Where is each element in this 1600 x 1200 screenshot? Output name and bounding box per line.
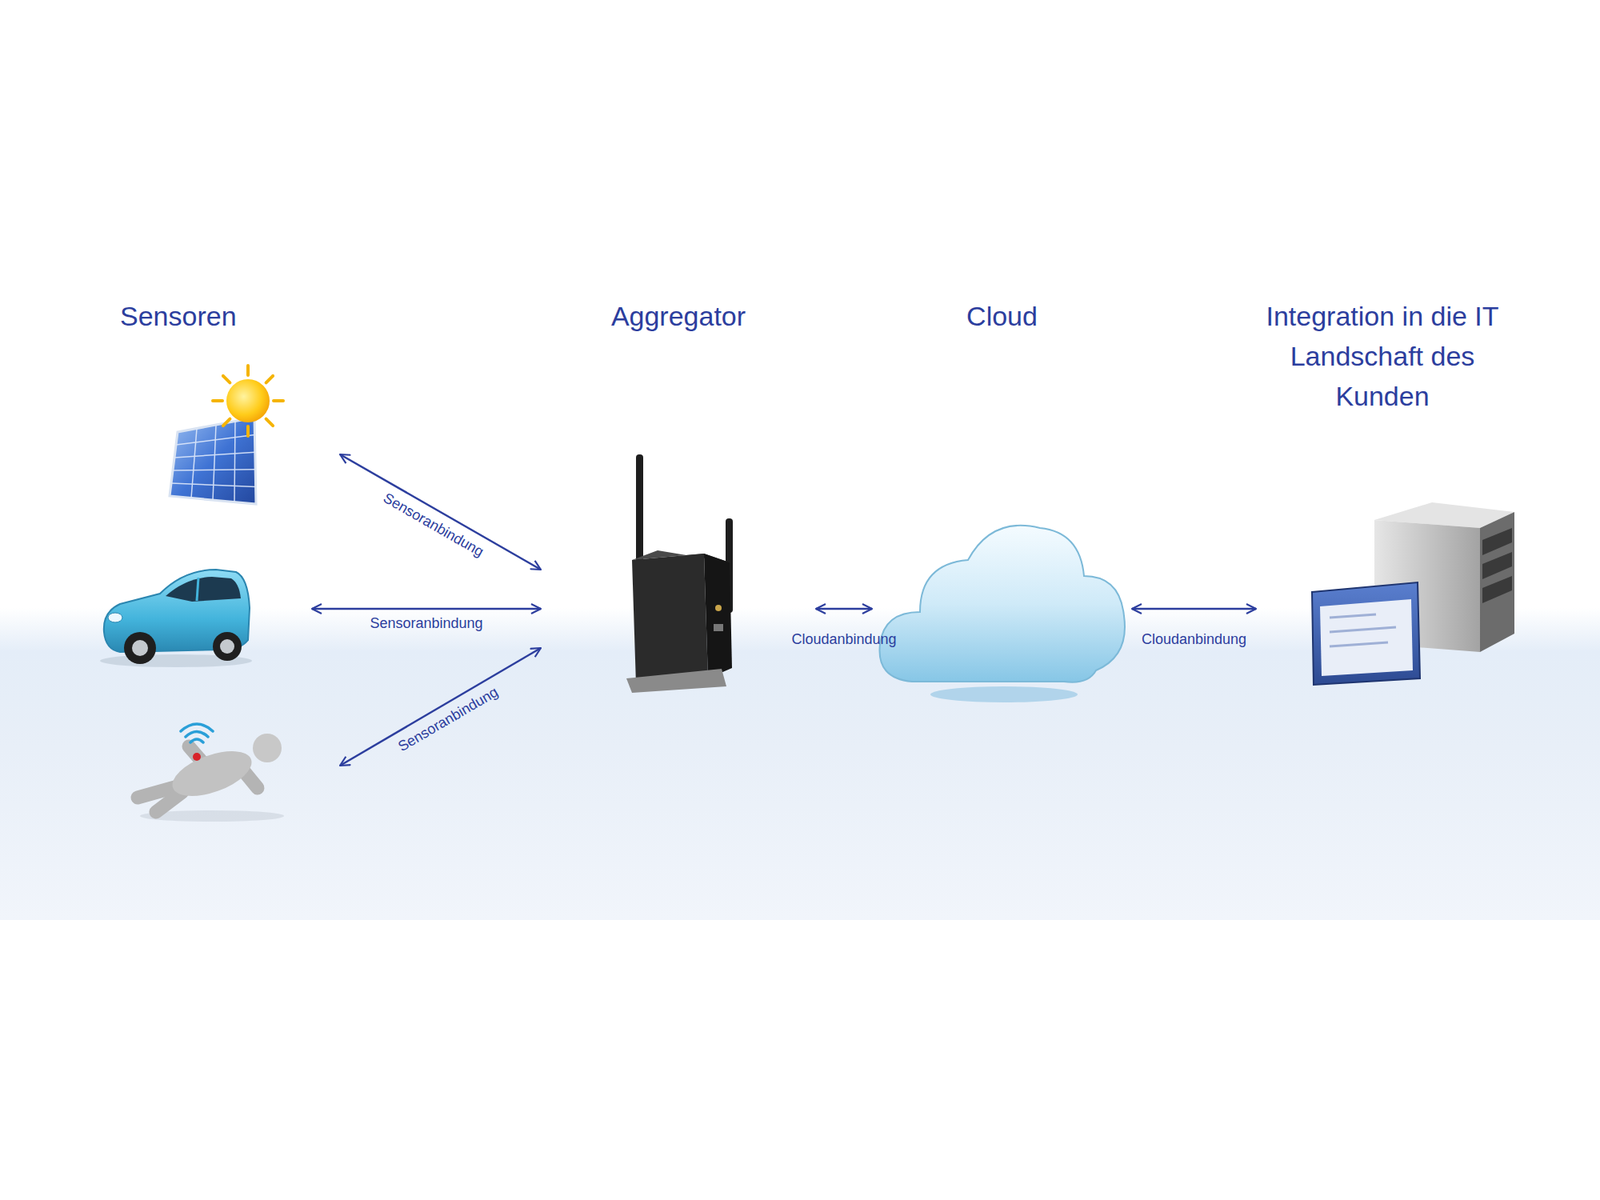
column-heading: Sensoren: [88, 296, 344, 336]
sensor-node: [128, 712, 340, 824]
cloud-node: Cloud: [872, 296, 1132, 712]
column-heading: Integration in die IT Landschaft des Kun…: [1256, 296, 1509, 416]
connector-arrow: [312, 608, 541, 611]
column-heading: Cloud: [872, 296, 1132, 336]
edge-label: Sensoranbindung: [369, 614, 483, 632]
solar-panel-icon: [169, 365, 284, 504]
edge-label: Sensoranbindung: [380, 488, 487, 560]
connector-arrow: [816, 608, 872, 611]
sensor-node: [92, 560, 312, 672]
car-icon: [100, 569, 252, 668]
it-integration-node: Integration in die IT Landschaft des Kun…: [1256, 296, 1544, 704]
edge-label: Cloudanbindung: [1141, 630, 1247, 648]
edge-label: Cloudanbindung: [791, 630, 896, 648]
server-icon: [1312, 502, 1515, 685]
person-sensor-icon: [137, 724, 284, 822]
connector-arrow: [1132, 608, 1256, 611]
connector-arrow: [340, 454, 541, 570]
edge-label: Sensoranbindung: [394, 683, 501, 756]
aggregator-node: Aggregator: [540, 296, 816, 704]
gateway-router-icon: [626, 454, 733, 693]
sensor-node: [160, 368, 340, 512]
sensor-group: Sensoren: [88, 296, 344, 840]
cloud-icon: [880, 525, 1126, 703]
connector-arrow: [340, 648, 541, 766]
column-heading: Aggregator: [540, 296, 816, 336]
